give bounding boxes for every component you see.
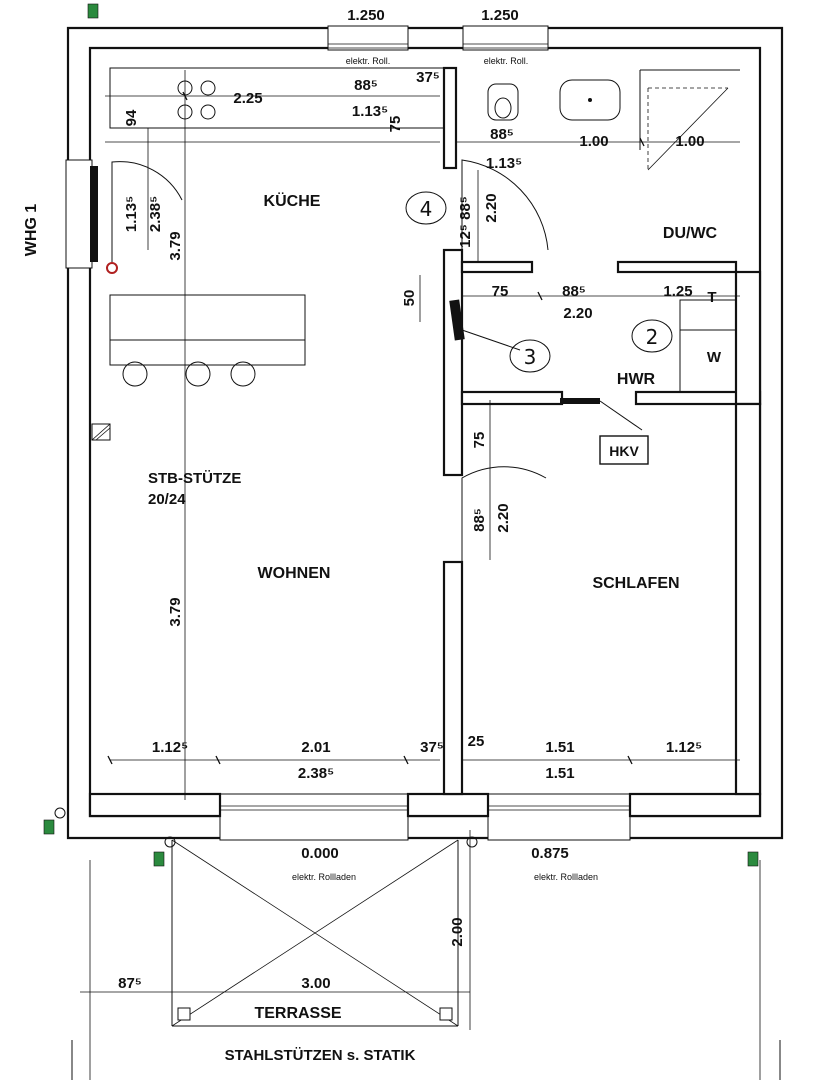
plan-title: WHG 1: [23, 204, 40, 257]
room-label-wohnen: WOHNEN: [258, 565, 331, 582]
socket-icon: [747, 851, 759, 867]
dim-125-a: 12⁵: [457, 224, 474, 248]
dim-113-b: 1.13⁵: [486, 155, 522, 172]
terrace: [71, 839, 781, 1080]
dim-885-e: 88⁵: [471, 508, 488, 532]
socket-icon: [43, 819, 55, 835]
dim-379-a: 3.79: [167, 231, 184, 260]
dim-885-c: 88⁵: [457, 196, 474, 220]
marker-3: 3: [524, 345, 537, 369]
dim-125-b: 1.25: [663, 283, 692, 300]
dimension-texts: 1.250 1.250 2.25 88⁵ 37⁵ 1.13⁵ 75 94 88⁵…: [118, 7, 704, 992]
outer-walls: [65, 25, 784, 841]
annotation-labels: WHG 1 STB-STÜTZE 20/24 STAHLSTÜTZEN s. S…: [23, 56, 722, 1064]
dim-bottom-375: 37⁵: [420, 739, 444, 756]
dim-bottom-112-a: 1.12⁵: [152, 739, 188, 756]
dim-top-1250-b: 1.250: [481, 7, 519, 24]
room-label-schlafen: SCHLAFEN: [592, 575, 679, 592]
dim-75-c: 75: [471, 432, 488, 449]
socket-icon: [87, 3, 99, 19]
room-label-kueche: KÜCHE: [264, 191, 321, 210]
socket-symbols: [43, 3, 759, 867]
dim-885-d: 88⁵: [562, 283, 586, 300]
dim-kitchen-225: 2.25: [233, 90, 262, 107]
circle-icon: [164, 836, 176, 848]
stb-stuetze-size: 20/24: [148, 491, 186, 508]
dim-885-a: 88⁵: [354, 77, 378, 94]
marker-circle-4: [405, 191, 447, 225]
dim-75-b: 75: [492, 283, 509, 300]
dim-238-a: 2.38⁵: [147, 196, 164, 232]
marker-red-icon: [106, 262, 118, 274]
fixtures: [122, 79, 737, 465]
dim-bottom-112-b: 1.12⁵: [666, 739, 702, 756]
dim-220-b: 2.20: [563, 305, 592, 322]
dim-bottom-201: 2.01: [301, 739, 330, 756]
level-label-1: 0.000: [301, 845, 339, 862]
room-label-duwc: DU/WC: [663, 225, 718, 242]
dim-bottom-151-b: 1.51: [545, 765, 574, 782]
dim-50: 50: [401, 290, 418, 307]
marker-2: 2: [646, 325, 659, 349]
dim-bottom-151-a: 1.51: [545, 739, 574, 756]
door-markers: 4 3 2: [405, 191, 673, 373]
stahlstuetzen-label: STAHLSTÜTZEN s. STATIK: [225, 1047, 416, 1064]
dim-94: 94: [123, 109, 140, 126]
marker-4: 4: [420, 197, 433, 221]
dim-terrace-875: 87⁵: [118, 975, 142, 992]
marker-circle-2: [631, 319, 673, 353]
stb-stuetze-label: STB-STÜTZE: [148, 470, 241, 487]
dim-113-c: 1.13⁵: [123, 196, 140, 232]
dryer-label: T: [707, 289, 716, 306]
doors: [111, 159, 549, 562]
room-label-hwr: HWR: [617, 371, 656, 388]
washer-label: W: [707, 349, 722, 366]
socket-icon: [153, 851, 165, 867]
rollladen-top-2: elektr. Roll.: [484, 56, 529, 66]
dim-terrace-300: 3.00: [301, 975, 330, 992]
dim-220-a: 2.20: [483, 193, 500, 222]
marker-circle-3: [509, 339, 551, 373]
dim-113-a: 1.13⁵: [352, 103, 388, 120]
circle-icon: [466, 836, 478, 848]
dim-100-b: 1.00: [675, 133, 704, 150]
dim-75-a: 75: [387, 116, 404, 133]
dim-terrace-200: 2.00: [449, 917, 466, 946]
rollladen-top-1: elektr. Roll.: [346, 56, 391, 66]
rollladen-bottom-2: elektr. Rollladen: [534, 872, 598, 882]
dimension-lines: [80, 70, 740, 1030]
dim-bottom-25: 25: [468, 733, 485, 750]
hkv-label: HKV: [609, 443, 639, 459]
dim-885-b: 88⁵: [490, 126, 514, 143]
level-label-2: 0.875: [531, 845, 569, 862]
room-label-terrasse: TERRASSE: [254, 1005, 341, 1022]
circle-icon: [54, 807, 66, 819]
dim-100-a: 1.00: [579, 133, 608, 150]
room-labels: KÜCHE WOHNEN SCHLAFEN DU/WC HWR TERRASSE: [254, 191, 717, 1022]
dim-bottom-238: 2.38⁵: [298, 765, 334, 782]
dim-top-1250-a: 1.250: [347, 7, 385, 24]
dim-379-b: 3.79: [167, 597, 184, 626]
dim-375-a: 37⁵: [416, 69, 440, 86]
inner-walls: [91, 66, 762, 796]
dim-220-c: 2.20: [495, 503, 512, 532]
rollladen-bottom-1: elektr. Rollladen: [292, 872, 356, 882]
